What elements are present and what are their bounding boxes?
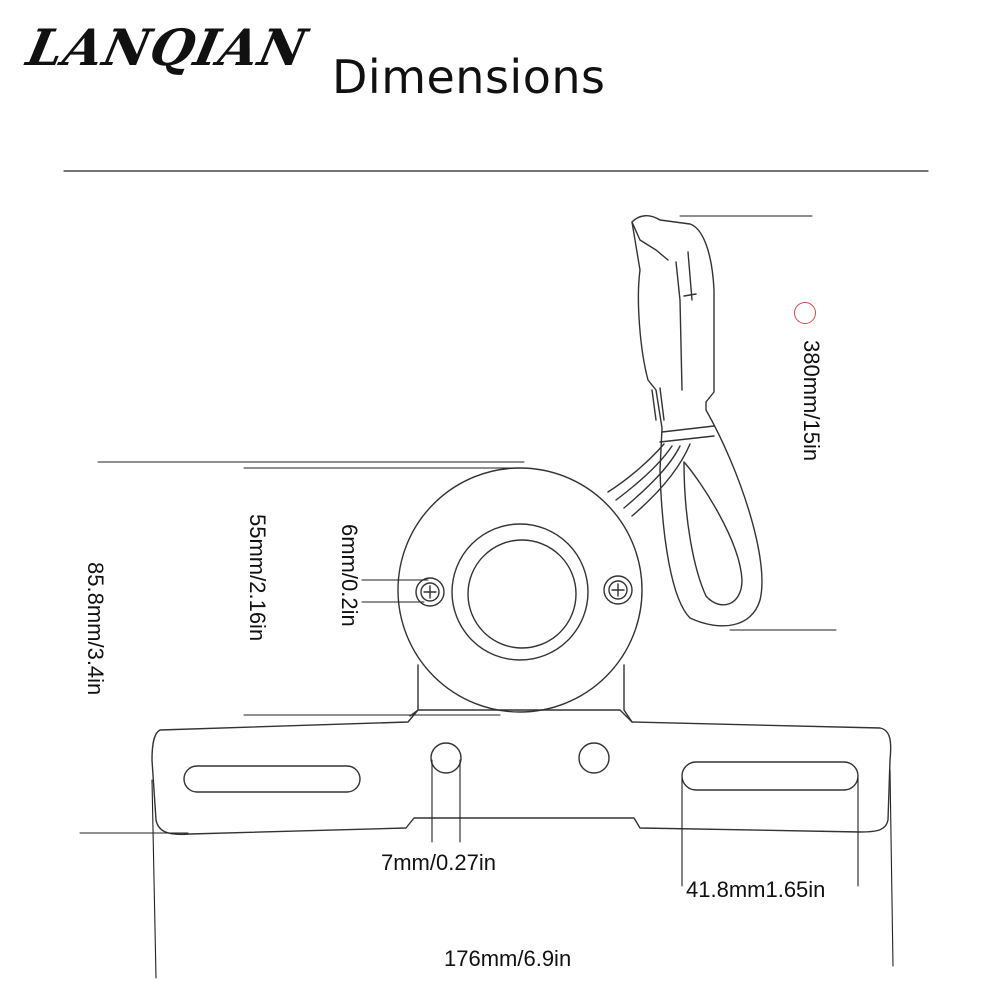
mounting-plate — [151, 709, 892, 836]
lamp-housing — [397, 467, 643, 713]
screw-left-cross — [423, 585, 437, 599]
total-width-label: 176mm/6.9in — [444, 946, 572, 971]
screw-left — [415, 577, 445, 607]
screw-right-inner — [608, 580, 628, 600]
dimension-lines — [79, 215, 894, 979]
dim-width-left — [151, 779, 157, 979]
slot-left — [183, 765, 361, 793]
cable-marker-icon — [794, 302, 816, 324]
page-title: Dimensions — [332, 50, 606, 104]
hole-diameter-label: 7mm/0.27in — [381, 850, 496, 875]
slot-length-label: 41.8mm1.65in — [686, 877, 826, 902]
slot-right — [681, 761, 859, 791]
cable-outer — [631, 215, 763, 627]
cable-tie — [659, 425, 715, 443]
hole-left — [430, 742, 462, 774]
cable-length-label: 380mm/15in — [799, 340, 824, 462]
cable-wires — [607, 443, 691, 517]
total-height-label: 85.8mm/3.4in — [83, 562, 108, 696]
cable-tip — [631, 221, 669, 261]
screw-left-inner — [420, 582, 440, 602]
lamp-height-label: 55mm/2.16in — [245, 514, 270, 642]
lamp-lens-ring — [451, 523, 589, 661]
dim-width-right — [889, 769, 894, 967]
screw-diameter-label: 6mm/0.2in — [337, 524, 362, 627]
cable-inner — [683, 461, 743, 606]
screw-right-cross — [611, 583, 625, 597]
lamp-lens — [467, 539, 577, 649]
lamp-neck — [409, 664, 633, 723]
hole-right — [578, 742, 610, 774]
cable-sleeve — [675, 251, 697, 391]
cable-lead — [651, 387, 665, 421]
screw-right — [603, 575, 633, 605]
